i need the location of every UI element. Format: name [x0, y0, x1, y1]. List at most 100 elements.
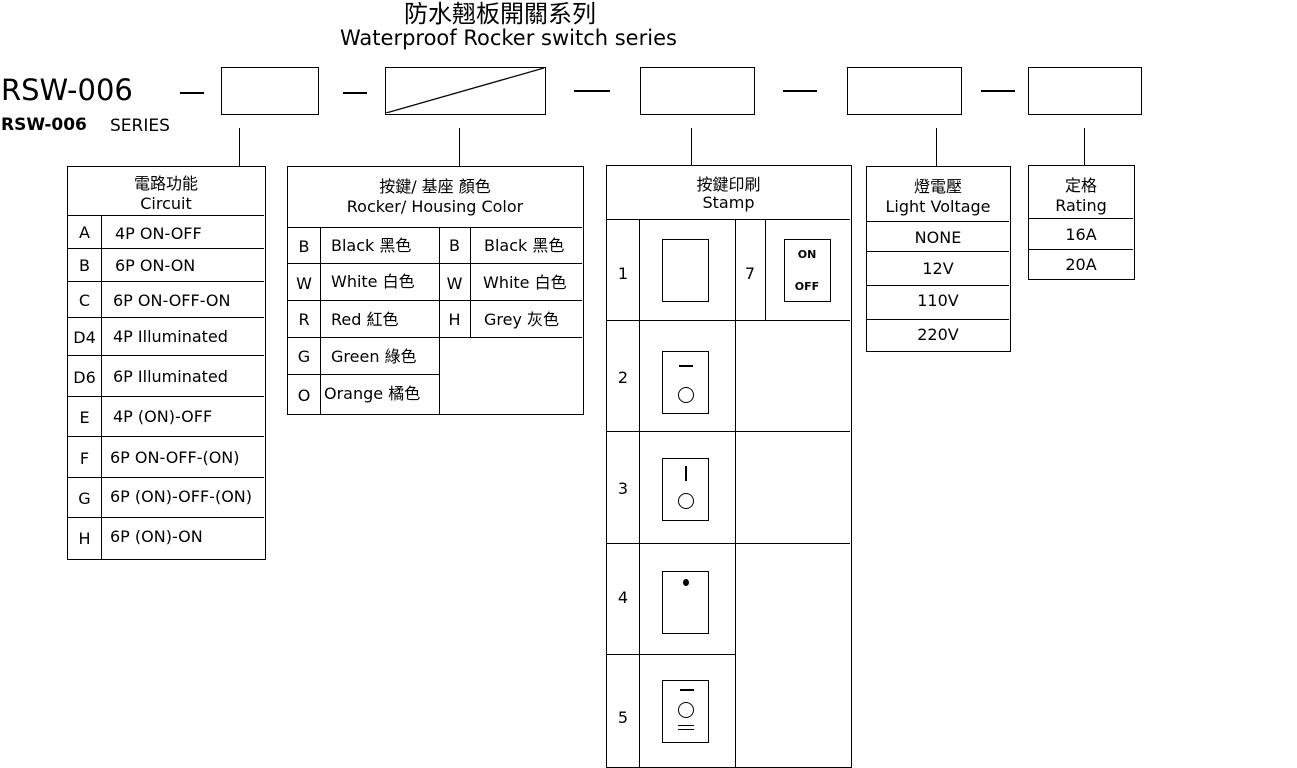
dot-rocker-icon: [662, 571, 709, 634]
color-name: Black 黑色: [484, 236, 565, 255]
circuit-code: D4: [73, 328, 96, 347]
stamp-header-cn: 按鍵印刷: [696, 175, 761, 194]
connector-line: [936, 128, 937, 166]
series-code: RSW-006: [1, 115, 87, 135]
color-code: B: [449, 236, 460, 255]
row-divider: [607, 543, 850, 544]
row-divider: [607, 219, 850, 220]
row-divider: [607, 320, 850, 321]
circuit-desc: 6P ON-OFF-(ON): [110, 448, 240, 467]
voltage-value: 12V: [922, 259, 954, 278]
color-header-cn: 按鍵/ 基座 顏色: [379, 177, 491, 196]
slot-stamp: [640, 67, 755, 115]
row-divider: [607, 654, 735, 655]
circuit-code: G: [78, 489, 91, 508]
color-code: W: [296, 274, 312, 293]
row-divider: [867, 251, 1009, 252]
row-divider: [68, 317, 264, 318]
title-english: Waterproof Rocker switch series: [340, 26, 677, 50]
circuit-desc: 6P ON-ON: [115, 256, 196, 275]
diagonal-divider: [386, 68, 544, 113]
stamp-number: 5: [617, 708, 629, 727]
circuit-desc: 4P ON-OFF: [115, 224, 202, 243]
row-divider: [288, 300, 582, 301]
voltage-value: NONE: [914, 228, 962, 247]
row-divider: [68, 248, 264, 249]
connector-line: [1084, 128, 1085, 165]
stamp-col-divider: [765, 219, 766, 320]
circuit-col-divider: [101, 215, 102, 560]
stamp-number: 2: [617, 368, 629, 387]
color-name: Grey 灰色: [484, 310, 560, 329]
voltage-header-en: Light Voltage: [885, 197, 991, 216]
row-divider: [68, 281, 264, 282]
rating-table: 定格 Rating 16A 20A: [1028, 165, 1135, 280]
color-table: 按鍵/ 基座 顏色 Rocker/ Housing Color B Black …: [287, 166, 584, 415]
title-chinese: 防水翹板開關系列: [404, 0, 596, 28]
row-divider: [607, 431, 850, 432]
color-code: H: [448, 310, 461, 329]
stamp-header: 按鍵印刷 Stamp: [607, 176, 850, 211]
stamp-table: 按鍵印刷 Stamp 1 2 3 4 5 7 ON OFF: [606, 165, 852, 768]
circuit-code: H: [78, 529, 91, 548]
voltage-value: 110V: [917, 291, 959, 310]
connector-line: [691, 128, 692, 165]
on-label: ON: [797, 248, 817, 261]
circuit-table: 電路功能 Circuit A 4P ON-OFF B 6P ON-ON C 6P…: [67, 166, 266, 560]
row-divider: [288, 227, 582, 228]
voltage-table: 燈電壓 Light Voltage NONE 12V 110V 220V: [866, 166, 1011, 352]
row-divider: [1029, 218, 1133, 219]
row-divider: [867, 319, 1009, 320]
circuit-code: D6: [73, 368, 96, 387]
color-code: W: [446, 274, 463, 293]
circuit-code: C: [78, 291, 91, 310]
voltage-value: 220V: [917, 325, 959, 344]
stamp-number: 7: [744, 264, 756, 283]
color-name: Orange 橘色: [324, 384, 421, 403]
separator-dash: [981, 90, 1015, 92]
circuit-header-en: Circuit: [140, 194, 192, 213]
separator-dash: [180, 92, 204, 94]
rating-value: 16A: [1065, 225, 1097, 244]
stamp-number: 3: [617, 479, 629, 498]
circuit-code: B: [79, 256, 90, 275]
row-divider: [288, 263, 582, 264]
voltage-header: 燈電壓 Light Voltage: [867, 177, 1009, 217]
bar-circle-rocker-icon: [662, 458, 709, 521]
color-col-divider: [470, 227, 471, 337]
row-divider: [68, 355, 264, 356]
stamp-number: 1: [617, 264, 629, 283]
on-off-rocker-icon: ON OFF: [784, 239, 831, 302]
color-name: Green 綠色: [331, 347, 417, 366]
series-word: SERIES: [110, 116, 170, 136]
circuit-code: F: [79, 449, 90, 468]
color-code: O: [297, 386, 311, 405]
color-name: White 白色: [331, 272, 415, 291]
color-header-en: Rocker/ Housing Color: [346, 197, 524, 216]
circuit-code: A: [79, 223, 90, 242]
color-code: R: [298, 310, 310, 329]
stamp-number: 4: [617, 588, 629, 607]
stamp-header-en: Stamp: [702, 192, 755, 212]
circuit-header-cn: 電路功能: [133, 174, 198, 193]
dash-circle-double-bar-rocker-icon: [662, 680, 709, 743]
stamp-col-divider: [735, 219, 736, 767]
blank-rocker-icon: [662, 239, 709, 302]
row-divider: [1029, 249, 1133, 250]
row-divider: [68, 215, 264, 216]
connector-line: [459, 128, 460, 166]
circuit-desc: 6P Illuminated: [113, 367, 228, 386]
dash-circle-rocker-icon: [662, 351, 709, 414]
connector-line: [239, 128, 240, 166]
color-code: B: [298, 237, 310, 256]
stamp-col-divider: [639, 219, 640, 767]
row-divider: [68, 477, 264, 478]
slot-color: [385, 67, 546, 115]
rating-header-en: Rating: [1055, 196, 1107, 215]
color-col-divider: [439, 227, 440, 414]
color-col-divider: [320, 227, 321, 414]
rating-header-cn: 定格: [1064, 176, 1097, 195]
row-divider: [867, 285, 1009, 286]
row-divider: [867, 221, 1009, 222]
color-name: White 白色: [483, 273, 567, 292]
